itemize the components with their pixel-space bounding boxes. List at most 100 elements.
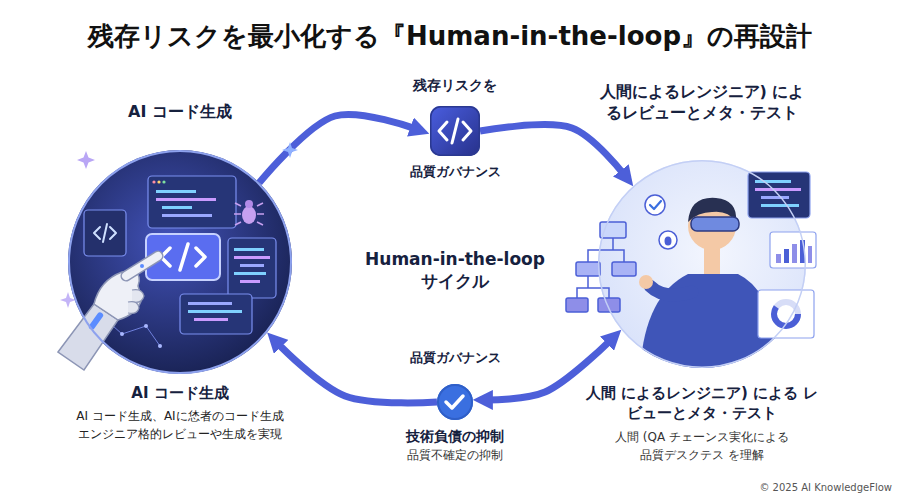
code-window bbox=[162, 214, 212, 217]
bug-icon bbox=[242, 206, 256, 224]
code-window bbox=[194, 318, 228, 321]
flowchart bbox=[566, 298, 588, 312]
code-window bbox=[156, 190, 196, 193]
reviewer-illustration bbox=[566, 160, 816, 372]
node-heading: 残存リスクを bbox=[375, 77, 535, 95]
node-outline bbox=[437, 384, 473, 420]
code-window bbox=[234, 272, 266, 275]
code-window bbox=[188, 310, 242, 313]
bar-chart-panel bbox=[784, 249, 789, 263]
robot-hand bbox=[140, 264, 144, 268]
robot-hand bbox=[126, 256, 158, 276]
diagram-title: 残存リスクを最小化する『Human-in-the-loop』の再設計 bbox=[20, 20, 880, 53]
connector-group bbox=[259, 114, 624, 402]
check-badge bbox=[645, 195, 665, 215]
code-window bbox=[188, 302, 232, 305]
node-subheading: 技術負債の抑制 bbox=[375, 428, 535, 446]
node-body: 品質不確定の抑制 bbox=[375, 448, 535, 463]
code-window bbox=[94, 224, 116, 242]
flowchart bbox=[566, 222, 636, 312]
node-outline bbox=[69, 151, 291, 373]
section-description: AI コード生成、AIに恷者のコード生成 エンジニア格的レビューや生成を実現 bbox=[71, 407, 289, 443]
check-icon bbox=[437, 384, 473, 420]
bug-badge bbox=[659, 231, 677, 249]
code-window bbox=[240, 264, 264, 267]
governance-gate-box: 残存リスクを品質ガバナンス bbox=[430, 106, 480, 156]
bug-badge bbox=[665, 237, 672, 246]
robot-hand bbox=[126, 256, 158, 276]
donut-chart-panel bbox=[758, 290, 814, 338]
copyright-note: © 2025 AI KnowledgeFlow bbox=[700, 482, 892, 495]
node-heading: 人間によるレンジニア) によ るレビューとメタ・テスト bbox=[595, 82, 810, 124]
code-window bbox=[162, 180, 165, 183]
code-window bbox=[157, 180, 160, 183]
node-outline bbox=[598, 160, 806, 368]
bug-icon bbox=[245, 200, 253, 208]
donut-chart-panel bbox=[774, 302, 798, 326]
code-window bbox=[234, 256, 270, 259]
bar-chart-panel bbox=[770, 232, 816, 268]
ai-generation-circle: AI コード生成 bbox=[68, 150, 292, 374]
code-window bbox=[180, 294, 252, 334]
code-window bbox=[162, 206, 192, 209]
node-heading: 品質ガバナンス bbox=[375, 350, 535, 366]
gate-icon bbox=[430, 106, 480, 156]
code-window bbox=[148, 176, 236, 228]
robot-hand bbox=[132, 290, 144, 303]
bar-chart-panel bbox=[792, 244, 797, 263]
code-window bbox=[156, 198, 216, 201]
node-outline bbox=[438, 385, 472, 419]
cycle-arrow bbox=[480, 125, 624, 175]
check-icon bbox=[437, 384, 473, 420]
node-outline bbox=[68, 150, 292, 374]
node-subheading: 品質ガバナンス bbox=[375, 164, 535, 180]
robot-hand bbox=[58, 256, 158, 370]
code-window bbox=[84, 210, 126, 256]
reviewer-person bbox=[691, 217, 739, 231]
sparkle bbox=[282, 142, 298, 158]
code-symbol-highlight bbox=[161, 244, 205, 270]
flowchart bbox=[612, 262, 636, 276]
robot-hand bbox=[128, 302, 139, 314]
code-window bbox=[84, 210, 126, 256]
node-heading: AI コード生成 bbox=[48, 102, 312, 122]
code-panel bbox=[761, 196, 789, 199]
constellation bbox=[158, 344, 162, 348]
section-description: 人間 (QA チェーンス実化による 品質デスクテス を理解 bbox=[611, 428, 793, 464]
debt-control-check: 品質ガバナンス技術負債の抑制品質不確定の抑制 bbox=[437, 384, 473, 420]
donut-chart-panel bbox=[774, 302, 798, 326]
code-panel bbox=[761, 204, 799, 207]
bar-chart-panel bbox=[770, 232, 816, 268]
node-outline bbox=[431, 107, 480, 156]
code-window bbox=[228, 238, 276, 298]
code-window bbox=[152, 180, 155, 183]
bug-badge bbox=[659, 231, 677, 249]
reviewer-person bbox=[639, 275, 653, 289]
node-outline bbox=[430, 106, 480, 156]
code-panel bbox=[755, 188, 801, 191]
bug-icon bbox=[234, 200, 264, 225]
bar-chart-panel bbox=[776, 254, 781, 263]
constellation bbox=[120, 332, 124, 336]
bar-chart-panel bbox=[808, 246, 812, 263]
constellation bbox=[144, 324, 148, 328]
check-icon bbox=[446, 396, 463, 408]
code-window bbox=[148, 176, 236, 228]
code-window bbox=[240, 280, 260, 283]
donut-chart-panel bbox=[758, 290, 814, 338]
check-badge bbox=[645, 195, 665, 215]
section-heading: AI コード生成 bbox=[80, 384, 280, 403]
code-window bbox=[234, 248, 264, 251]
reviewer-person bbox=[650, 286, 692, 295]
human-review-circle: 人間によるレンジニア) によ るレビューとメタ・テスト bbox=[598, 160, 806, 368]
cycle-arrow bbox=[259, 114, 415, 182]
code-window bbox=[228, 238, 276, 298]
cycle-label: Human-in-the-loop サイクル bbox=[357, 248, 553, 292]
ai-illustration bbox=[58, 150, 292, 374]
reviewer-person bbox=[639, 198, 780, 372]
check-badge bbox=[650, 201, 661, 209]
gate-icon bbox=[439, 119, 471, 143]
sparkle bbox=[77, 151, 95, 169]
